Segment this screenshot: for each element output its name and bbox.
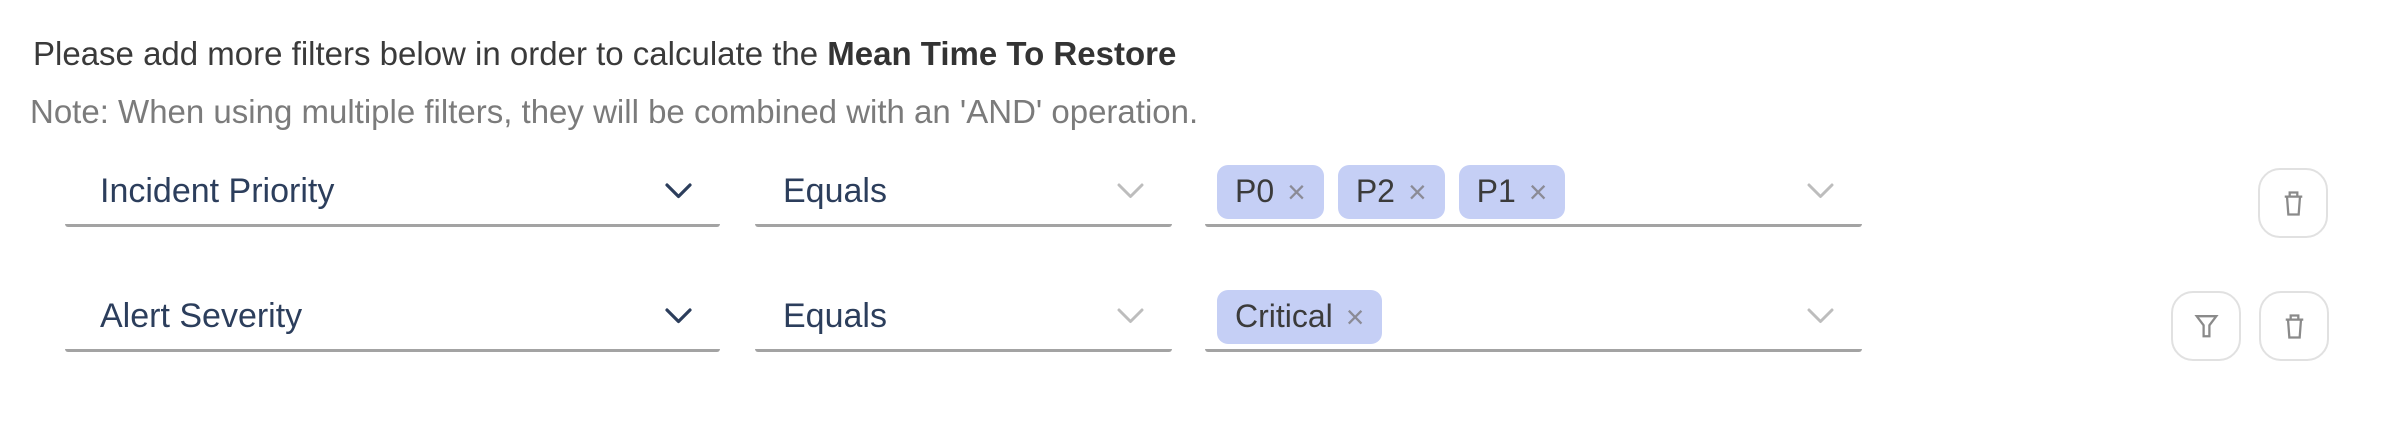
chevron-down-icon (1117, 308, 1144, 323)
operator-select-value: Equals (783, 297, 887, 335)
field-select-incident-priority[interactable]: Incident Priority (65, 159, 720, 227)
chevron-down-icon (1117, 183, 1144, 198)
x-icon[interactable]: × (1407, 173, 1427, 210)
funnel-icon (2193, 314, 2219, 337)
x-icon[interactable]: × (1528, 173, 1548, 210)
trash-icon (2284, 190, 2302, 216)
field-select-alert-severity[interactable]: Alert Severity (65, 284, 720, 352)
field-select-value: Alert Severity (100, 297, 303, 335)
apply-filter-button[interactable] (2171, 291, 2241, 361)
value-tag: Critical × (1217, 289, 1383, 344)
x-icon[interactable]: × (1287, 173, 1306, 210)
filters-intro-text: Please add more filters below in order t… (33, 34, 1176, 74)
operator-select-value: Equals (783, 172, 887, 210)
intro-regular: Please add more filters below in order t… (33, 35, 828, 72)
chevron-down-icon (665, 308, 692, 324)
selected-values: P0 × P2 × P1 × (1205, 164, 1566, 219)
value-tag-label: P1 (1476, 173, 1516, 209)
filters-note-text: Note: When using multiple filters, they … (30, 93, 1199, 130)
field-select-value: Incident Priority (100, 172, 335, 210)
value-tag-label: P0 (1235, 173, 1275, 209)
trash-icon (2285, 313, 2303, 339)
chevron-down-icon (1807, 308, 1834, 323)
metric-name: Mean Time To Restore (827, 35, 1177, 72)
value-tag-label: Critical (1235, 298, 1333, 334)
value-tag: P2 × (1337, 164, 1445, 219)
x-icon[interactable]: × (1345, 298, 1365, 335)
value-tag-label: P2 (1355, 173, 1395, 209)
delete-filter-button[interactable] (2258, 168, 2328, 238)
chevron-down-icon (1807, 183, 1834, 198)
values-multiselect[interactable]: P0 × P2 × P1 × (1205, 159, 1862, 227)
delete-filter-button[interactable] (2259, 291, 2329, 361)
operator-select[interactable]: Equals (755, 284, 1172, 352)
operator-select[interactable]: Equals (755, 159, 1172, 227)
chevron-down-icon (665, 183, 692, 199)
values-multiselect[interactable]: Critical × (1205, 284, 1862, 352)
selected-values: Critical × (1205, 289, 1383, 344)
value-tag: P0 × (1217, 164, 1324, 219)
value-tag: P1 × (1458, 164, 1566, 219)
